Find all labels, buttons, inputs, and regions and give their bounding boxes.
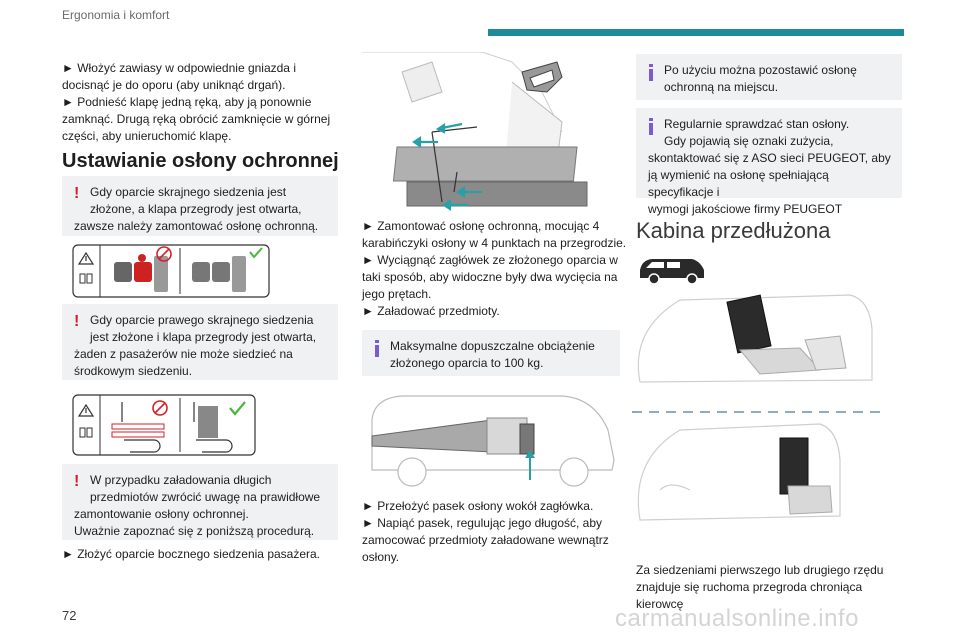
text-line: wymogi jakościowe firmy PEUGEOT: [648, 202, 843, 216]
warning-exclamation-icon: !: [74, 185, 80, 202]
illustration-van-long-load: [362, 390, 620, 488]
text-line: ► Wyciągnąć zagłówek ze złożonego oparci…: [362, 253, 618, 267]
text-line: jest złożone i klapa przegrody jest otwa…: [90, 330, 317, 344]
info-note-leave-cover: Po użyciu można pozostawić osłonę ochron…: [636, 54, 902, 100]
section-heading-protective-cover: Ustawianie osłony ochronnej: [62, 150, 339, 172]
extended-cab-illustration: [632, 294, 882, 521]
warning-note-1: ! Gdy oparcie skrajnego siedzenia jest z…: [62, 176, 338, 236]
info-icon: [375, 340, 379, 357]
info-note-check-cover: Regularnie sprawdzać stan osłony. Gdy po…: [636, 108, 902, 216]
text-line: żaden z pasażerów nie może siedzieć na: [74, 347, 293, 361]
long-objects-diagram-icon: [72, 394, 256, 456]
text-line: ją wymienić na osłonę spełniającą specyf…: [648, 168, 829, 199]
pictogram-seat-passenger-warning: [72, 244, 270, 298]
text-line: ► Włożyć zawiasy w odpowiednie gniazda i: [62, 61, 296, 75]
strap-steps: ► Przełożyć pasek osłony wokół zagłówka.…: [362, 498, 634, 566]
watermark: carmanualsonline.info: [615, 605, 859, 632]
warning-exclamation-icon: !: [74, 473, 80, 490]
text-line: Gdy oparcie skrajnego siedzenia jest: [90, 185, 287, 199]
text-line: W przypadku załadowania długich: [90, 473, 272, 487]
text-line: ► Zamontować osłonę ochronną, mocując 4: [362, 219, 600, 233]
section-title: Ergonomia i komfort: [62, 8, 170, 22]
van-icon: [640, 259, 704, 285]
text-line: Za siedzeniami pierwszego lub drugiego r…: [636, 563, 884, 577]
warning-exclamation-icon: !: [74, 313, 80, 330]
extended-cab-text: Za siedzeniami pierwszego lub drugiego r…: [636, 562, 906, 613]
fold-seat-step: ► Złożyć oparcie bocznego siedzenia pasa…: [62, 547, 321, 561]
text-line: złożonego oparcia to 100 kg.: [390, 356, 544, 370]
text-line: zamontowanie osłony ochronnej.: [74, 507, 249, 521]
section-heading-extended-cab: Kabina przedłużona: [636, 218, 831, 243]
text-line: taki sposób, aby widoczne były dwa wycię…: [362, 270, 618, 284]
text-line: środkowym siedzeniu.: [74, 364, 193, 378]
van-long-load-illustration: [371, 395, 615, 487]
seat-diagram-icon: [72, 244, 270, 298]
info-note-max-load: Maksymalne dopuszczalne obciążenie złożo…: [362, 330, 620, 376]
illustration-cover-mounting: [362, 51, 620, 216]
text-line: skontaktować się z ASO sieci PEUGEOT, ab…: [648, 151, 891, 165]
text-line: Maksymalne dopuszczalne obciążenie: [390, 339, 595, 353]
page-number: 72: [62, 608, 77, 623]
text-line: ► Załadować przedmioty.: [362, 304, 500, 318]
text-line: jego prętach.: [362, 287, 432, 301]
text-line: zamknąć. Drugą ręką obrócić zamknięcie w…: [62, 112, 331, 126]
text-line: ► Przełożyć pasek osłony wokół zagłówka.: [362, 499, 594, 513]
info-icon: [649, 64, 653, 81]
install-steps-text: ► Włożyć zawiasy w odpowiednie gniazda i…: [62, 60, 342, 145]
header-accent-bar: [488, 29, 904, 36]
text-line: Po użyciu można pozostawić osłonę: [664, 63, 857, 77]
cover-mounting-steps: ► Zamontować osłonę ochronną, mocując 4 …: [362, 218, 634, 320]
illustration-extended-cab: [620, 290, 892, 550]
pictogram-long-objects: [72, 394, 256, 456]
text-line: ochronną na miejscu.: [664, 80, 779, 94]
text-line: karabińczyki osłony w 4 punktach na prze…: [362, 236, 627, 250]
text-line: osłony.: [362, 550, 400, 564]
cover-mounting-illustration: [362, 51, 588, 212]
text-line: zamocować przedmioty załadowane wewnątrz: [362, 533, 609, 547]
text-line: znajduje się ruchoma przegroda chroniąca…: [636, 580, 863, 611]
text-line: złożone, a klapa przegrody jest otwarta,: [90, 202, 302, 216]
text-line: Gdy oparcie prawego skrajnego siedzenia: [90, 313, 314, 327]
warning-note-2: ! Gdy oparcie prawego skrajnego siedzeni…: [62, 304, 338, 380]
text-line: docisnąć je do oporu (aby uniknąć drgań)…: [62, 78, 286, 92]
text-line: części, aby unieruchomić klapę.: [62, 129, 232, 143]
text-line: zawsze należy zamontować osłonę ochronną…: [74, 219, 319, 233]
warning-note-3: ! W przypadku załadowania długich przedm…: [62, 464, 338, 540]
text-line: Gdy pojawią się oznaki zużycia,: [664, 134, 834, 148]
text-line: Uważnie zapoznać się z poniższą procedur…: [74, 524, 315, 538]
text-line: przedmiotów zwrócić uwagę na prawidłowe: [90, 490, 321, 504]
info-icon: [649, 118, 653, 135]
text-line: ► Podnieść klapę jedną ręką, aby ją pono…: [62, 95, 312, 109]
text-line: ► Napiąć pasek, regulując jego długość, …: [362, 516, 603, 530]
text-line: Regularnie sprawdzać stan osłony.: [664, 117, 850, 131]
van-silhouette-icon: [638, 256, 706, 285]
